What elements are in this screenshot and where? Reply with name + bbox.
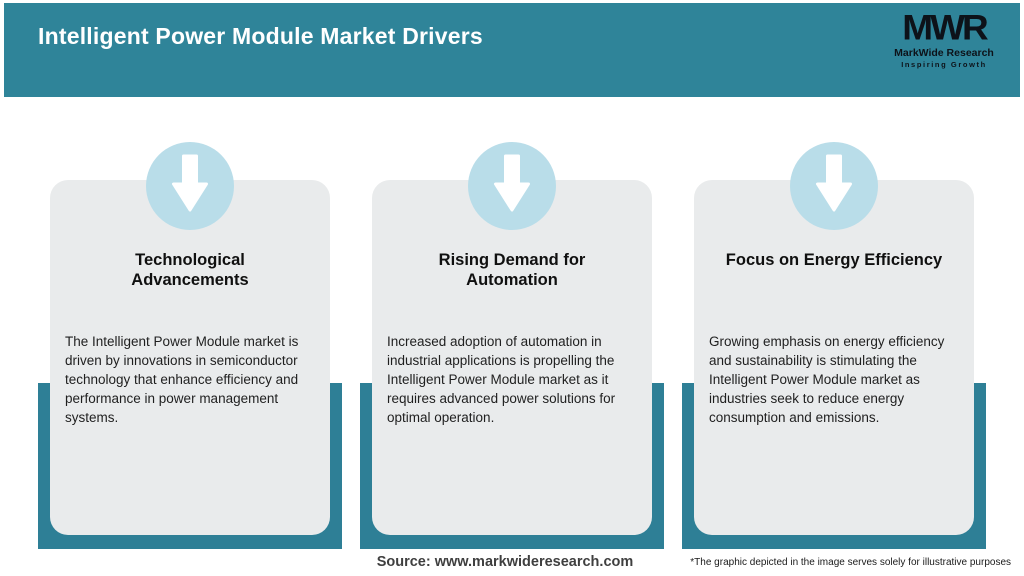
logo-tagline: Inspiring Growth	[901, 60, 987, 69]
markwide-research-logo: MWR MarkWide Research Inspiring Growth	[884, 9, 1004, 69]
down-arrow-icon	[468, 142, 556, 230]
driver-card-focus-on-energy-efficiency: Focus on Energy Efficiency Growing empha…	[682, 0, 986, 576]
card-title: Focus on Energy Efficiency	[725, 251, 943, 269]
illustrative-disclaimer: *The graphic depicted in the image serve…	[690, 557, 1011, 568]
logo-monogram: MWR	[902, 8, 988, 47]
card-body-text: Increased adoption of automation in indu…	[387, 334, 616, 425]
card-title: Technological Advancements	[131, 251, 249, 289]
card-panel	[372, 180, 652, 535]
driver-card-technological-advancements: Technological Advancements The Intellige…	[38, 0, 342, 576]
logo-name: MarkWide Research	[894, 47, 994, 59]
page-title: Intelligent Power Module Market Drivers	[38, 23, 483, 49]
source-attribution: Source: www.markwideresearch.com	[376, 554, 634, 570]
card-panel	[694, 180, 974, 535]
driver-card-rising-demand-for-automation: Rising Demand for Automation Increased a…	[360, 0, 664, 576]
down-arrow-icon	[790, 142, 878, 230]
card-body-text: Growing emphasis on energy efficiency an…	[709, 334, 945, 425]
card-body-text: The Intelligent Power Module market is d…	[65, 334, 299, 425]
header-band: Intelligent Power Module Market Drivers …	[4, 3, 1020, 97]
card-title: Rising Demand for Automation	[438, 251, 586, 289]
down-arrow-icon	[146, 142, 234, 230]
card-panel	[50, 180, 330, 535]
